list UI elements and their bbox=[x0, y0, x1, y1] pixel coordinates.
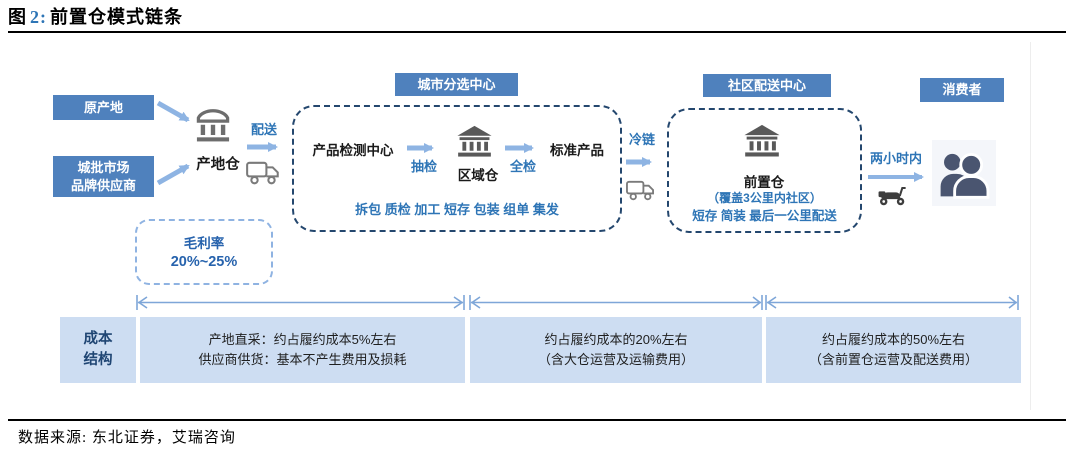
sampling-check-label: 抽检 bbox=[410, 159, 437, 174]
figure-title-number: 2: bbox=[30, 7, 47, 27]
supplier-box: 城批市场 品牌供应商 bbox=[53, 156, 154, 197]
supplier-label-line1: 城批市场 bbox=[77, 159, 130, 175]
city-sorting-center-panel bbox=[292, 105, 622, 232]
bank-icon bbox=[456, 125, 493, 158]
cost-box-origin-line2: 供应商供货：基本不产生费用及损耗 bbox=[198, 352, 407, 367]
front-warehouse-coverage: （覆盖3公里内社区） bbox=[707, 191, 822, 205]
community-center-header: 社区配送中心 bbox=[703, 74, 831, 97]
cost-box-origin-line1: 产地直采：约占履约成本5%左右 bbox=[208, 331, 397, 347]
origin-place-box: 原产地 bbox=[53, 95, 154, 120]
origin-warehouse-label: 产地仓 bbox=[196, 157, 240, 173]
community-center-panel bbox=[667, 108, 862, 233]
title-underline bbox=[8, 31, 1066, 33]
community-operations-label: 短存 简装 最后一公里配送 bbox=[692, 209, 837, 223]
product-inspection-center-label: 产品检测中心 bbox=[312, 143, 394, 158]
gross-margin-value: 20%~25% bbox=[170, 254, 238, 271]
consumer-header: 消费者 bbox=[920, 78, 1004, 102]
gross-margin-label: 毛利率 bbox=[183, 235, 225, 251]
cost-box-sorting: 约占履约成本的20%左右 （含大仓运营及运输费用） bbox=[470, 317, 762, 383]
supplier-label-line2: 品牌供应商 bbox=[70, 177, 136, 193]
cost-structure-label-line2: 结构 bbox=[83, 352, 113, 368]
cost-box-sorting-line1: 约占履约成本的20%左右 bbox=[544, 331, 688, 347]
truck-icon bbox=[246, 160, 280, 186]
cost-structure-label-line1: 成本 bbox=[83, 330, 113, 347]
bank-icon bbox=[194, 108, 232, 143]
figure-title-prefix: 图 bbox=[8, 7, 27, 27]
cost-structure-header: 成本 结构 bbox=[60, 317, 136, 383]
community-center-label: 社区配送中心 bbox=[727, 77, 806, 93]
front-warehouse-label: 前置仓 bbox=[743, 175, 785, 190]
bank-icon bbox=[743, 124, 781, 158]
consumer-label: 消费者 bbox=[942, 82, 982, 98]
data-source: 数据来源: 东北证券，艾瑞咨询 bbox=[18, 430, 236, 446]
scooter-icon bbox=[877, 183, 908, 207]
standard-product-label: 标准产品 bbox=[550, 143, 604, 158]
origin-place-label: 原产地 bbox=[83, 99, 123, 115]
gross-margin-box: 毛利率 20%~25% bbox=[135, 219, 273, 285]
footer-rule bbox=[8, 419, 1066, 421]
people-icon bbox=[937, 143, 991, 203]
cost-box-frontwarehouse: 约占履约成本的50%左右 （含前置仓运营及配送费用） bbox=[766, 317, 1021, 383]
figure-right-border bbox=[1030, 42, 1031, 410]
delivery-time-label: 两小时内 bbox=[869, 151, 922, 166]
truck-icon bbox=[626, 179, 655, 202]
delivery-label: 配送 bbox=[250, 122, 277, 137]
regional-warehouse-label: 区域仓 bbox=[457, 168, 499, 183]
city-operations-label: 拆包 质检 加工 短存 包装 组单 集发 bbox=[355, 202, 559, 217]
cost-box-frontwarehouse-line1: 约占履约成本的50%左右 bbox=[821, 331, 966, 347]
city-sorting-center-label: 城市分选中心 bbox=[417, 76, 496, 92]
cold-chain-label: 冷链 bbox=[628, 132, 655, 147]
full-check-label: 全检 bbox=[509, 159, 536, 174]
figure-title-text: 前置仓模式链条 bbox=[50, 7, 183, 27]
city-sorting-center-header: 城市分选中心 bbox=[395, 73, 518, 96]
cost-box-origin: 产地直采：约占履约成本5%左右 供应商供货：基本不产生费用及损耗 bbox=[140, 317, 465, 383]
cost-box-frontwarehouse-line2: （含前置仓运营及配送费用） bbox=[808, 352, 978, 367]
cost-box-sorting-line2: （含大仓运营及运输费用） bbox=[537, 352, 694, 367]
